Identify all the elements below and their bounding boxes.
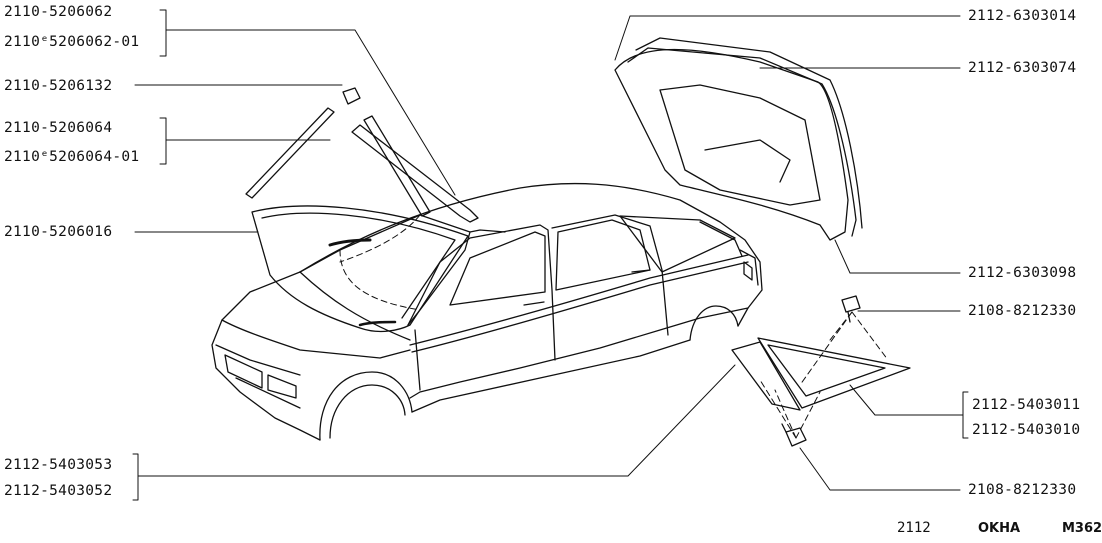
part-number-quarter-seal-a: 2112-5403053 <box>4 457 113 473</box>
part-number-rear-window-seal: 2112-6303014 <box>968 8 1077 24</box>
part-number-windshield: 2110-5206016 <box>4 224 113 240</box>
moulding-clip <box>342 87 361 105</box>
leader-lines <box>132 9 969 501</box>
footer-sheet: M362 <box>1062 521 1102 536</box>
part-number-quarter-seal-b: 2112-5403052 <box>4 483 113 499</box>
windshield-moulding-upper <box>351 124 479 223</box>
part-number-rear-window-glass: 2112-6303074 <box>968 60 1077 76</box>
rear-window-assembly <box>614 37 863 241</box>
part-number-quarter-glass-b: 2112-5403010 <box>972 422 1081 438</box>
part-number-windshield-moulding-alt: 2110ᵉ5206062-01 <box>4 34 140 50</box>
quarter-glass <box>731 337 911 411</box>
assembly-guides <box>339 214 421 311</box>
part-number-windshield-moulding: 2110-5206062 <box>4 4 113 20</box>
part-number-clip-upper: 2108-8212330 <box>968 303 1077 319</box>
windshield <box>251 205 469 333</box>
part-number-quarter-glass-a: 2112-5403011 <box>972 397 1081 413</box>
windshield-moulding-left <box>245 107 335 199</box>
part-number-side-moulding: 2110-5206064 <box>4 120 113 136</box>
footer-section: OKHA <box>978 521 1021 536</box>
clip-upper <box>841 295 861 323</box>
part-number-moulding-clip: 2110-5206132 <box>4 78 113 94</box>
part-number-clip-lower: 2108-8212330 <box>968 482 1077 498</box>
footer-model: 2112 <box>897 520 931 536</box>
car-body-outline <box>211 182 763 441</box>
part-number-side-moulding-alt: 2110ᵉ5206064-01 <box>4 149 140 165</box>
windshield-moulding-right <box>363 115 431 217</box>
part-number-rear-window-insert: 2112-6303098 <box>968 265 1077 281</box>
clip-lower <box>781 423 807 447</box>
